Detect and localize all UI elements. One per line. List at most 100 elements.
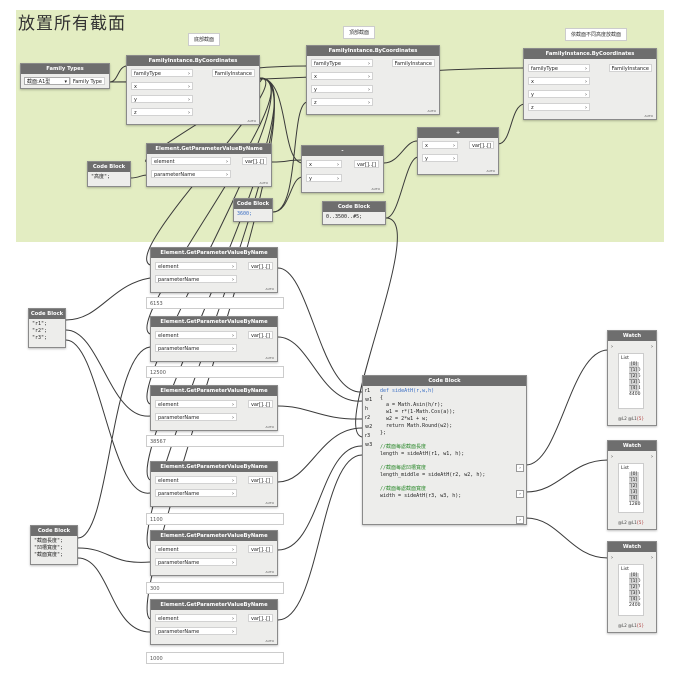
- chevron-right-icon: ›: [368, 100, 370, 106]
- code-line[interactable]: "高度";: [91, 174, 111, 180]
- input-port[interactable]: element›: [155, 400, 237, 408]
- code-line[interactable]: "r3";: [32, 335, 48, 341]
- input-port-r2[interactable]: r2: [365, 415, 371, 421]
- output-port[interactable]: var[]..[]: [247, 476, 273, 484]
- get-parameter-node-2[interactable]: Element.GetParameterValueByName element›…: [150, 316, 278, 362]
- output-port[interactable]: FamilyInstance: [391, 59, 435, 67]
- code-line[interactable]: "截面寬度";: [34, 552, 64, 558]
- input-port[interactable]: element›: [155, 545, 237, 553]
- input-port[interactable]: ›: [611, 454, 613, 460]
- input-port[interactable]: familyType›: [131, 69, 193, 77]
- output-port[interactable]: var[]..[]: [353, 160, 379, 168]
- chevron-right-icon: ›: [585, 92, 587, 98]
- code-block-height[interactable]: Code Block "高度";: [87, 161, 131, 187]
- code-block-range[interactable]: Code Block 0..3500..#5;: [322, 201, 386, 225]
- input-port[interactable]: parameterName›: [155, 489, 237, 497]
- input-port-w3[interactable]: w3: [365, 442, 373, 448]
- output-port-length[interactable]: ›: [516, 464, 524, 472]
- output-port[interactable]: Family Type: [69, 77, 105, 85]
- output-port[interactable]: FamilyInstance: [608, 64, 652, 72]
- input-port[interactable]: parameterName›: [155, 413, 237, 421]
- add-node[interactable]: + x› y› var[]..[] AUTO: [417, 127, 499, 175]
- code-block-radius[interactable]: Code Block "r1"; "r2"; "r3";: [28, 308, 66, 348]
- code-block-3600[interactable]: Code Block 3600;: [233, 198, 273, 222]
- output-port[interactable]: ›: [651, 344, 653, 350]
- get-parameter-node-5[interactable]: Element.GetParameterValueByName element›…: [150, 530, 278, 576]
- output-port[interactable]: var[]..[]: [247, 545, 273, 553]
- chevron-right-icon: ›: [368, 74, 370, 80]
- input-port[interactable]: z›: [528, 103, 590, 111]
- output-port[interactable]: var[]..[]: [247, 400, 273, 408]
- input-port[interactable]: x›: [306, 160, 342, 168]
- input-port[interactable]: y›: [528, 90, 590, 98]
- output-port[interactable]: var[]..[]: [247, 262, 273, 270]
- input-port[interactable]: y›: [306, 174, 342, 182]
- output-port[interactable]: FamilyInstance: [211, 69, 255, 77]
- input-port[interactable]: element›: [155, 262, 237, 270]
- input-port[interactable]: ›: [611, 344, 613, 350]
- output-port[interactable]: ›: [651, 454, 653, 460]
- input-port[interactable]: element›: [151, 157, 231, 165]
- code-line[interactable]: "截面長度";: [34, 538, 64, 544]
- family-types-node[interactable]: Family Types 截面:A1型▾ Family Type: [20, 63, 110, 89]
- family-type-dropdown[interactable]: 截面:A1型▾: [24, 77, 70, 85]
- input-port-r1[interactable]: r1: [365, 388, 371, 394]
- input-port[interactable]: y›: [131, 95, 193, 103]
- watch-node-3[interactable]: Watch › › List [0]1000 [1]1837 [2]1343 […: [607, 541, 657, 633]
- input-port[interactable]: familyType›: [311, 59, 373, 67]
- input-port[interactable]: parameterName›: [155, 275, 237, 283]
- code-line[interactable]: 0..3500..#5;: [326, 214, 363, 220]
- input-port[interactable]: x›: [422, 141, 458, 149]
- input-port[interactable]: z›: [311, 98, 373, 106]
- bycoordinates-node-3[interactable]: FamilyInstance.ByCoordinates familyType›…: [523, 48, 657, 120]
- bycoordinates-node-2[interactable]: FamilyInstance.ByCoordinates familyType›…: [306, 45, 440, 115]
- output-port[interactable]: var[]..[]: [241, 157, 267, 165]
- output-port-width[interactable]: ›: [516, 516, 524, 524]
- code-block-parameter-names[interactable]: Code Block "截面長度"; "凹槽寬度"; "截面寬度";: [30, 525, 78, 565]
- output-port[interactable]: var[]..[]: [247, 614, 273, 622]
- input-port-r3[interactable]: r3: [365, 433, 371, 439]
- chevron-right-icon: ›: [368, 61, 370, 67]
- input-port[interactable]: parameterName›: [151, 170, 231, 178]
- input-port[interactable]: y›: [311, 85, 373, 93]
- dropdown-value: 截面:A1型: [27, 79, 51, 85]
- input-port[interactable]: z›: [131, 108, 193, 116]
- chevron-right-icon: ›: [232, 547, 234, 553]
- node-footer: AUTO: [427, 109, 436, 113]
- get-parameter-node-3[interactable]: Element.GetParameterValueByName element›…: [150, 385, 278, 431]
- output-port[interactable]: ›: [651, 555, 653, 561]
- input-port[interactable]: element›: [155, 476, 237, 484]
- watch-node-2[interactable]: Watch › › List [0]100 [1]201 [2]441 [3]7…: [607, 440, 657, 530]
- get-parameter-node-4[interactable]: Element.GetParameterValueByName element›…: [150, 461, 278, 507]
- input-port[interactable]: x›: [131, 82, 193, 90]
- output-port[interactable]: var[]..[]: [468, 141, 494, 149]
- code-line[interactable]: 3600;: [237, 211, 253, 217]
- code-line[interactable]: "凹槽寬度";: [34, 545, 64, 551]
- input-port-w2[interactable]: w2: [365, 424, 373, 430]
- output-port[interactable]: var[]..[]: [247, 331, 273, 339]
- code-line[interactable]: "r2";: [32, 328, 48, 334]
- input-port[interactable]: x›: [528, 77, 590, 85]
- input-port[interactable]: parameterName›: [155, 344, 237, 352]
- code-line[interactable]: "r1";: [32, 321, 48, 327]
- bycoordinates-node-1[interactable]: FamilyInstance.ByCoordinates familyType›…: [126, 55, 260, 125]
- input-port-h[interactable]: h: [365, 406, 369, 412]
- input-port[interactable]: parameterName›: [155, 558, 237, 566]
- input-port[interactable]: element›: [155, 614, 237, 622]
- code-block-side-at-h[interactable]: Code Block r1 w1 h r2 w2 r3 w3 def sideA…: [362, 375, 527, 525]
- input-port[interactable]: parameterName›: [155, 627, 237, 635]
- input-port[interactable]: x›: [311, 72, 373, 80]
- input-port-w1[interactable]: w1: [365, 397, 373, 403]
- output-port-length-middle[interactable]: ›: [516, 490, 524, 498]
- watch-node-1[interactable]: Watch › › List [0]1280 [1]2316 [2]2751 […: [607, 330, 657, 426]
- subtract-node[interactable]: - x› y› var[]..[] AUTO: [301, 145, 384, 193]
- node-footer: AUTO: [644, 114, 653, 118]
- get-parameter-node-top[interactable]: Element.GetParameterValueByName element›…: [146, 143, 272, 187]
- get-parameter-node-1[interactable]: Element.GetParameterValueByName element›…: [150, 247, 278, 293]
- input-port[interactable]: familyType›: [528, 64, 590, 72]
- get-parameter-node-6[interactable]: Element.GetParameterValueByName element›…: [150, 599, 278, 645]
- code-editor[interactable]: def sideAtH(r,w,h) { a = Math.Asin(h/r);…: [377, 388, 516, 500]
- input-port[interactable]: element›: [155, 331, 237, 339]
- input-port[interactable]: y›: [422, 154, 458, 162]
- input-port[interactable]: ›: [611, 555, 613, 561]
